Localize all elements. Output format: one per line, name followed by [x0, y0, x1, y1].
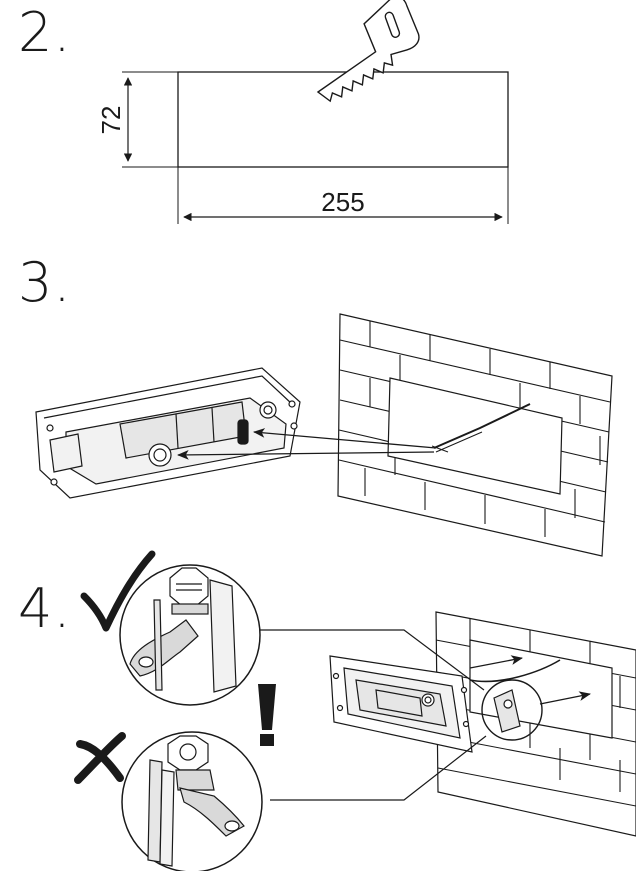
step-3-housing-illustration: [35, 313, 613, 557]
wall-opening: [387, 377, 563, 495]
brick-wall: [337, 313, 613, 557]
cross-icon: [74, 732, 126, 784]
height-dimension-label: 72: [96, 106, 126, 135]
cutout-rectangle: [177, 71, 509, 168]
step-2-cutout-drawing: 72 255: [96, 0, 509, 224]
luminaire-frame: [329, 655, 473, 753]
correct-detail-circle: [119, 564, 261, 706]
detail-callout-ring: [481, 679, 543, 741]
step-2-number: 2.: [18, 1, 72, 64]
mounting-arrow-upper: [469, 655, 523, 669]
step-4-number: 4.: [18, 577, 72, 640]
check-icon: [80, 550, 156, 632]
incorrect-detail-circle: [121, 731, 263, 871]
mounting-arrow-right: [539, 691, 591, 705]
cable-step4: [469, 659, 561, 683]
saw-icon: [316, 0, 420, 103]
insertion-arrow-lower: [177, 449, 435, 460]
luminaire-housing: [35, 367, 301, 499]
cable-icon: [433, 403, 531, 449]
step-3-number: 3.: [18, 251, 72, 314]
cable-entry-port: [237, 419, 249, 445]
width-dimension-label: 255: [321, 187, 364, 217]
insertion-arrow-upper: [253, 428, 437, 449]
warning-icon: [258, 684, 276, 746]
step-4-mounting-illustration: [119, 564, 636, 871]
